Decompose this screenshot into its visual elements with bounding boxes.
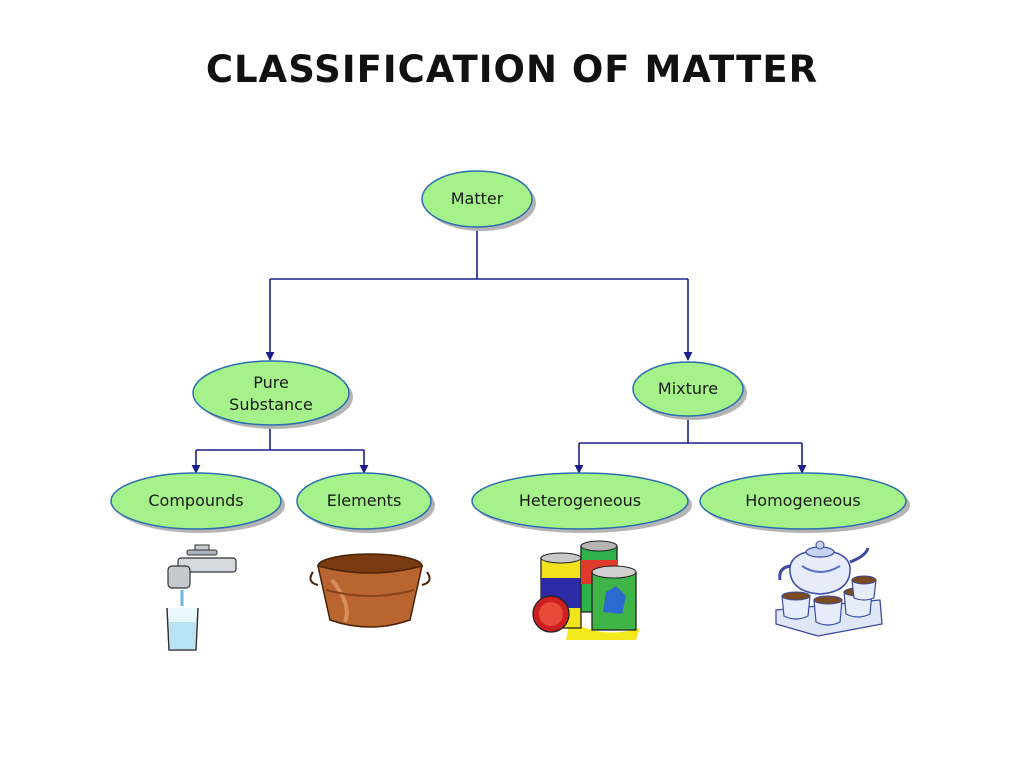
node-homogeneous: Homogeneous (699, 472, 910, 533)
node-heterogeneous: Heterogeneous (471, 472, 692, 533)
node-mixture-label: Mixture (658, 379, 718, 398)
node-pure-label-line2: Substance (229, 395, 313, 414)
node-mixture: Mixture (632, 361, 747, 420)
node-matter: Matter (421, 170, 536, 231)
node-homogeneous-label: Homogeneous (745, 491, 860, 510)
node-elements: Elements (296, 472, 435, 533)
connectors (191, 226, 807, 474)
node-pure-substance: Pure Substance (192, 360, 353, 429)
node-pure-label-line1: Pure (253, 373, 289, 392)
paint-cans-icon (532, 540, 640, 640)
water-faucet-icon (166, 544, 237, 651)
tea-set-icon (775, 540, 883, 637)
node-compounds: Compounds (110, 472, 285, 533)
node-heterogeneous-label: Heterogeneous (519, 491, 641, 510)
page-title: CLASSIFICATION OF MATTER (205, 48, 819, 91)
node-matter-label: Matter (451, 189, 504, 208)
node-compounds-label: Compounds (148, 491, 243, 510)
node-elements-label: Elements (327, 491, 402, 510)
copper-tub-icon (309, 553, 431, 628)
